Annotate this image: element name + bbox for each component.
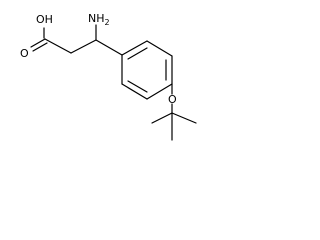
bond-cq-me2 [151,112,173,124]
bond-ch-ring [95,39,123,56]
bond-ring-inner-1 [127,47,148,60]
bond-carbonyl-a [30,38,46,48]
amino-label: NH2 [88,12,110,27]
amino-label-main: NH [88,12,105,25]
bond-cq-me3 [171,112,197,124]
bond-ring-2 [146,40,173,57]
bond-ring-5 [121,83,148,100]
carbonyl-oxygen-label: O [20,47,29,60]
ether-oxygen-label: O [168,93,177,106]
structure-canvas: OH O NH2 O [20,12,197,141]
hydroxyl-label: OH [36,13,53,26]
bond-ring-inner-3 [127,80,148,93]
atom-labels: OH O NH2 O [20,12,177,106]
bond-ring-1 [121,40,148,56]
bond-ring-4 [146,83,173,100]
amino-label-subscript: 2 [105,18,110,27]
bonds [30,24,197,141]
bond-c-ch2 [44,38,72,54]
bond-carbonyl-b [32,42,48,52]
bond-ch2-ch [70,39,97,54]
